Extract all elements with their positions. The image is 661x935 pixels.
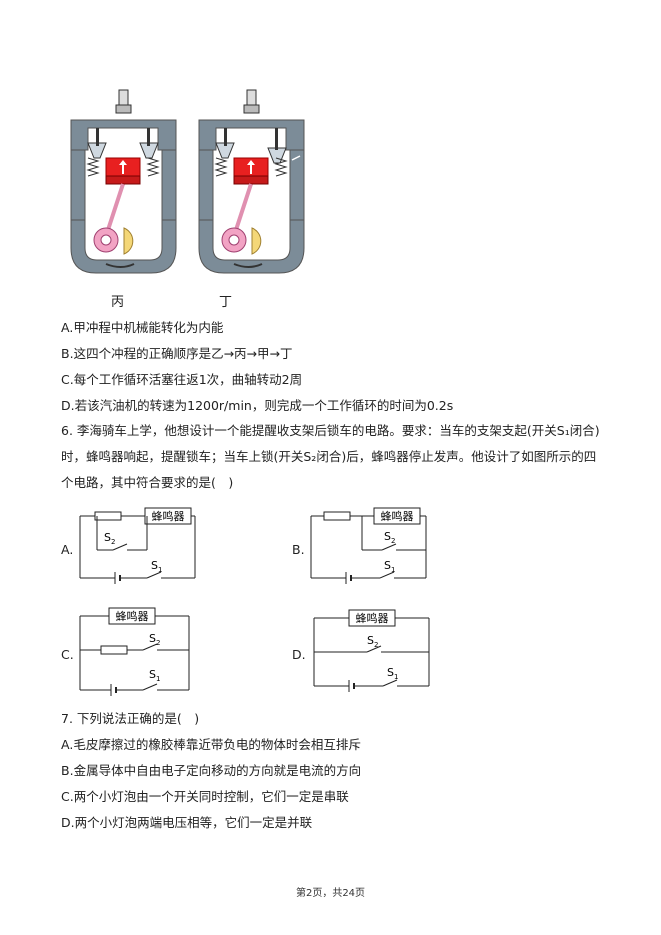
option-letter: D.	[61, 398, 75, 413]
q5-option-d: D.若该汽油机的转速为1200r/min，则完成一个工作循环的时间为0.2s	[61, 397, 453, 415]
q6-option-c-letter: C.	[61, 647, 74, 662]
q5-option-b: B.这四个冲程的正确顺序是乙→丙→甲→丁	[61, 345, 292, 363]
svg-text:S2: S2	[149, 632, 160, 647]
engine-diagram-bing	[70, 89, 177, 274]
s1-subscript: 1	[156, 675, 160, 683]
svg-text:S1: S1	[384, 559, 395, 574]
option-letter: B.	[61, 763, 74, 778]
q5-option-a: A.甲冲程中机械能转化为内能	[61, 319, 223, 337]
option-text: 金属导体中自由电子定向移动的方向就是电流的方向	[73, 763, 362, 778]
option-text: 甲冲程中机械能转化为内能	[73, 320, 224, 335]
s1-subscript: 1	[158, 566, 162, 574]
s2-subscript: 2	[111, 538, 115, 546]
option-letter: C.	[61, 789, 74, 804]
s1-label: S	[149, 668, 156, 681]
s2-subscript: 2	[391, 537, 395, 545]
q7-option-a: A.毛皮摩擦过的橡胶棒靠近带负电的物体时会相互排斥	[61, 736, 361, 754]
option-text: 这四个冲程的正确顺序是乙→丙→甲→丁	[73, 346, 293, 361]
circuit-diagram-b: 蜂鸣器 S2 S1	[310, 507, 427, 584]
s2-subscript: 2	[156, 639, 160, 647]
option-text: 每个工作循环活塞往返1次，曲轴转动2周	[73, 372, 303, 387]
q6-option-b-letter: B.	[292, 542, 305, 557]
svg-text:S2: S2	[384, 530, 395, 545]
s2-label: S	[384, 530, 391, 543]
q7-option-c: C.两个小灯泡由一个开关同时控制，它们一定是串联	[61, 788, 349, 806]
s2-subscript: 2	[374, 641, 378, 649]
q7-stem: 7. 下列说法正确的是( )	[61, 711, 200, 726]
svg-text:S2: S2	[104, 531, 115, 546]
option-letter: D.	[61, 815, 75, 830]
s1-subscript: 1	[391, 566, 395, 574]
circuit-diagram-a: 蜂鸣器 S2 S1	[79, 507, 196, 584]
buzzer-label: 蜂鸣器	[381, 509, 414, 523]
q6-option-d-letter: D.	[292, 647, 306, 662]
circuit-diagram-c: 蜂鸣器 S2 S1	[79, 607, 190, 696]
svg-text:S1: S1	[151, 559, 162, 574]
engine-diagram-ding	[198, 89, 305, 274]
s1-label: S	[384, 559, 391, 572]
buzzer-label: 蜂鸣器	[152, 509, 185, 523]
buzzer-label: 蜂鸣器	[356, 611, 389, 625]
q7-option-b: B.金属导体中自由电子定向移动的方向就是电流的方向	[61, 762, 361, 780]
s2-label: S	[104, 531, 111, 544]
svg-text:S1: S1	[149, 668, 160, 683]
s1-subscript: 1	[394, 673, 398, 681]
option-text: 两个小灯泡由一个开关同时控制，它们一定是串联	[73, 789, 349, 804]
option-letter: A.	[61, 737, 74, 752]
option-letter: A.	[61, 320, 74, 335]
option-text: 两个小灯泡两端电压相等，它们一定是并联	[74, 815, 313, 830]
engine-caption-ding: 丁	[219, 295, 233, 310]
s2-label: S	[367, 634, 374, 647]
option-letter: B.	[61, 346, 74, 361]
s1-label: S	[151, 559, 158, 572]
option-text: 若该汽油机的转速为1200r/min，则完成一个工作循环的时间为0.2s	[74, 398, 454, 413]
q5-option-c: C.每个工作循环活塞往返1次，曲轴转动2周	[61, 371, 302, 389]
page-footer: 第2页，共24页	[295, 888, 366, 899]
buzzer-label: 蜂鸣器	[116, 609, 149, 623]
circuit-diagram-d: 蜂鸣器 S2 S1	[313, 609, 430, 692]
svg-text:S1: S1	[387, 666, 398, 681]
option-letter: C.	[61, 372, 74, 387]
q6-option-a-letter: A.	[61, 542, 74, 557]
s1-label: S	[387, 666, 394, 679]
engine-caption-bing: 丙	[111, 295, 125, 310]
s2-label: S	[149, 632, 156, 645]
svg-text:S2: S2	[367, 634, 378, 649]
q6-stem: 6. 李海骑车上学，他想设计一个能提醒收支架后锁车的电路。要求：当车的支架支起(…	[61, 423, 600, 490]
q7-option-d: D.两个小灯泡两端电压相等，它们一定是并联	[61, 814, 312, 832]
option-text: 毛皮摩擦过的橡胶棒靠近带负电的物体时会相互排斥	[73, 737, 361, 752]
